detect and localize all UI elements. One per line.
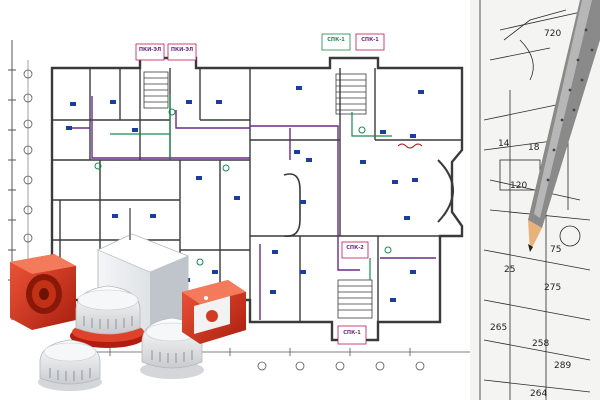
dim-3: 75 (550, 245, 561, 255)
plan-label-d: СПК-1 (361, 37, 379, 43)
architectural-drawing: 14 18 120 75 25 265 258 289 264 720 275 (470, 0, 600, 400)
dim-10: 275 (544, 283, 561, 293)
dim-9: 720 (544, 29, 561, 39)
dim-8: 264 (530, 389, 547, 399)
fire-siren-icon (10, 254, 76, 330)
dim-4: 25 (504, 265, 515, 275)
dim-7: 289 (554, 361, 571, 371)
plan-label-a: ПКИ-ЭЛ (139, 47, 161, 53)
smoke-detector-icon (38, 339, 102, 391)
dim-0: 14 (498, 139, 510, 149)
fire-alarm-devices (10, 208, 246, 391)
manual-call-point-icon (182, 280, 246, 344)
plan-label-c: СПК-1 (327, 37, 345, 43)
smoke-detector-icon (70, 285, 146, 348)
dim-6: 258 (532, 339, 549, 349)
dim-2: 120 (510, 181, 527, 191)
dim-1: 18 (528, 143, 540, 153)
pencil-icon (528, 0, 600, 252)
dim-5: 265 (490, 323, 507, 333)
plan-label-e: СПК-2 (346, 245, 364, 251)
plan-label-f: СПК-1 (343, 330, 361, 336)
plan-label-b: ПКИ-ЭЛ (171, 47, 193, 53)
